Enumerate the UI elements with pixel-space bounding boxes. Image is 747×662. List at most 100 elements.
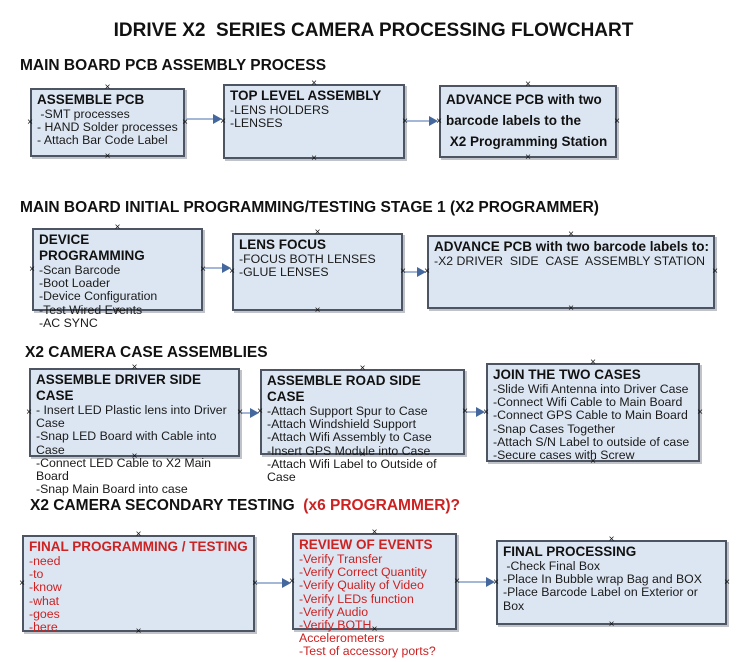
box-title: TOP LEVEL ASSEMBLY xyxy=(230,88,382,103)
box-item: -know xyxy=(29,580,62,595)
connector-arrow-head-icon xyxy=(222,263,231,273)
box-item: -Secure cases with Screw xyxy=(493,448,635,463)
section-heading-initial-programming: MAIN BOARD INITIAL PROGRAMMING/TESTING S… xyxy=(20,199,599,217)
connector-arrow-line xyxy=(186,118,213,120)
box-title: FINAL PROCESSING xyxy=(503,544,637,559)
connection-point-icon: × xyxy=(289,575,295,587)
box-item: -Attach Wifi Assembly to Case xyxy=(267,430,432,445)
flow-box-device-programming: DEVICE PROGRAMMING-Scan Barcode-Boot Loa… xyxy=(32,228,203,330)
box-item: -Place Barcode Label on Exterior or Box xyxy=(503,585,702,613)
connection-point-icon: × xyxy=(525,79,531,90)
connection-point-icon: × xyxy=(257,406,263,417)
flow-box-advance-pcb-to-programming-station: ADVANCE PCB with two barcode labels to t… xyxy=(439,85,617,158)
section-heading-text: X2 CAMERA CASE ASSEMBLIES xyxy=(25,344,268,361)
flow-box-lens-focus: LENS FOCUS-FOCUS BOTH LENSES-GLUE LENSES xyxy=(232,233,403,311)
connection-point-icon: × xyxy=(400,266,406,277)
box-item: -X2 DRIVER SIDE CASE ASSEMBLY STATION xyxy=(434,254,706,268)
connection-point-icon: × xyxy=(724,576,730,588)
box-item: -Verify Quality of Video xyxy=(299,578,424,593)
box-item: -Snap Cases Together xyxy=(493,421,616,436)
connector-arrow-line xyxy=(256,582,282,584)
connection-point-icon: × xyxy=(229,266,235,277)
connection-point-icon: × xyxy=(483,406,489,418)
connection-point-icon: × xyxy=(131,362,138,373)
box-item: -Verify Correct Quantity xyxy=(299,565,427,580)
box-item: - HAND Solder processes xyxy=(37,120,178,135)
connector-arrow-line xyxy=(204,267,222,269)
connection-point-icon: × xyxy=(568,229,574,240)
connection-point-icon: × xyxy=(462,406,468,417)
box-item: - Insert LED Plastic lens into Driver Ca… xyxy=(36,403,231,431)
box-item: -Attach S/N Label to outside of case xyxy=(493,434,690,449)
connection-point-icon: × xyxy=(114,305,121,316)
box-title: ASSEMBLE PCB xyxy=(37,92,145,107)
flow-box-final-processing: FINAL PROCESSING -Check Final Box -Place … xyxy=(496,540,727,625)
box-item: -to xyxy=(29,567,44,582)
flow-box-review-of-events: REVIEW OF EVENTS-Verify Transfer-Verify … xyxy=(292,533,457,658)
connection-point-icon: × xyxy=(135,626,142,637)
box-item: -SMT processes xyxy=(37,107,130,121)
section-heading-case-assemblies: X2 CAMERA CASE ASSEMBLIES xyxy=(25,344,268,362)
connector-arrow-head-icon xyxy=(417,267,426,277)
connector-arrow-head-icon xyxy=(250,408,259,418)
connector-arrow-line xyxy=(458,581,486,583)
box-item: -Check Final Box xyxy=(503,559,601,573)
box-item: -Verify BOTH Accelerometers xyxy=(299,618,385,646)
connection-point-icon: × xyxy=(590,456,596,467)
box-item: -Device Configuration xyxy=(39,289,158,304)
connection-point-icon: × xyxy=(359,363,366,374)
connector-arrow-line xyxy=(404,271,417,273)
connector-arrow-head-icon xyxy=(476,407,485,417)
box-title: LENS FOCUS xyxy=(239,237,327,252)
connection-point-icon: × xyxy=(314,305,321,316)
connector-arrow-head-icon xyxy=(213,114,222,124)
section-heading-text: X2 CAMERA SECONDARY TESTING xyxy=(30,497,304,514)
connector-arrow-line xyxy=(241,412,250,414)
box-item: -Test Wired Events xyxy=(39,302,143,317)
box-title: ADVANCE PCB with two barcode labels to: xyxy=(434,239,710,254)
connection-point-icon: × xyxy=(182,116,188,128)
box-item: -Attach Support Spur to Case xyxy=(267,404,428,418)
section-heading-text: MAIN BOARD PCB ASSEMBLY PROCESS xyxy=(20,57,327,74)
connection-point-icon: × xyxy=(590,357,596,368)
flow-box-advance-pcb-to-assembly-station: ADVANCE PCB with two barcode labels to:-… xyxy=(427,235,715,309)
connection-point-icon: × xyxy=(493,576,499,588)
connection-point-icon: × xyxy=(104,82,111,93)
box-item: - Attach Bar Code Label xyxy=(37,133,168,148)
connection-point-icon: × xyxy=(237,406,243,418)
box-title: JOIN THE TWO CASES xyxy=(493,367,641,382)
connection-point-icon: × xyxy=(371,527,378,538)
page-title: IDRIVE X2 SERIES CAMERA PROCESSING FLOWC… xyxy=(113,20,634,41)
connection-point-icon: × xyxy=(568,303,574,314)
flow-box-assemble-driver-side-case: ASSEMBLE DRIVER SIDE CASE- Insert LED Pl… xyxy=(29,368,240,496)
connection-point-icon: × xyxy=(200,263,206,275)
connection-point-icon: × xyxy=(19,577,25,589)
box-item: -here xyxy=(29,620,58,635)
connection-point-icon: × xyxy=(371,624,378,635)
connection-point-icon: × xyxy=(131,451,138,462)
box-item: -GLUE LENSES xyxy=(239,265,329,280)
flow-box-final-programming-testing: FINAL PROGRAMMING / TESTING-need-to-know… xyxy=(22,535,255,635)
connection-point-icon: × xyxy=(712,266,718,277)
connection-point-icon: × xyxy=(424,266,430,277)
connection-point-icon: × xyxy=(402,115,408,127)
connection-point-icon: × xyxy=(311,78,317,89)
connector-arrow-head-icon xyxy=(429,116,438,126)
box-item: -Verify Audio xyxy=(299,604,369,619)
section-heading-red-text: (x6 PROGRAMMER)? xyxy=(303,497,461,514)
box-item: -Attach Wifi Label to Outside of Case xyxy=(267,456,440,485)
box-item: -Connect GPS Cable to Main Board xyxy=(493,408,688,423)
connection-point-icon: × xyxy=(26,406,32,418)
connector-arrow-head-icon xyxy=(486,577,495,587)
connection-point-icon: × xyxy=(311,153,317,164)
connection-point-icon: × xyxy=(314,227,321,238)
box-item: -Verify LEDs function xyxy=(299,591,414,606)
box-item: -Boot Loader xyxy=(39,276,111,291)
flow-box-assemble-pcb: ASSEMBLE PCB -SMT processes- HAND Solder… xyxy=(30,88,185,157)
connection-point-icon: × xyxy=(608,534,615,545)
connection-point-icon: × xyxy=(135,529,142,540)
box-title: ASSEMBLE ROAD SIDE CASE xyxy=(267,373,425,404)
box-item: -Snap LED Board with Cable into Case xyxy=(36,429,220,457)
connection-point-icon: × xyxy=(454,575,460,587)
